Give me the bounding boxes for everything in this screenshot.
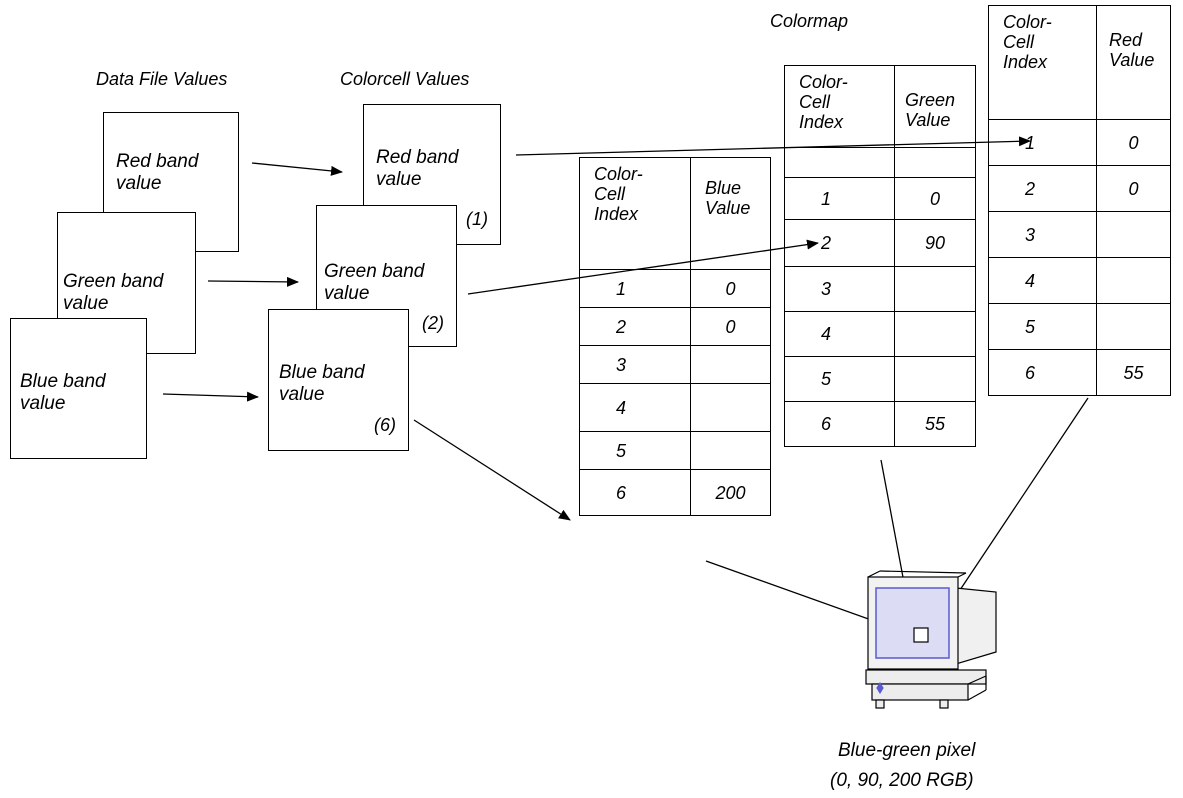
red-table-value-cell: 55: [1096, 349, 1171, 396]
red-table-value-cell: [1096, 303, 1171, 350]
colorcell-values-heading: Colorcell Values: [340, 69, 470, 89]
green-table-value-header: Green Value: [894, 65, 976, 148]
blue-table-index-cell: 6: [579, 469, 691, 516]
data-file-green-label: Green band value: [63, 271, 164, 314]
colorcell-green-index: (2): [422, 313, 444, 333]
colorcell-blue-label: Blue band value: [279, 362, 365, 405]
blue-table-value-cell: 0: [690, 307, 771, 346]
arrow-red-colorcell-to-red-table: [515, 136, 1031, 156]
red-table-value-header: Red Value: [1096, 5, 1171, 120]
output-pixel-rgb-caption: (0, 90, 200 RGB): [830, 770, 974, 791]
colorcell-blue-box: Blue band value (6): [268, 309, 409, 451]
red-table-index-header: Color- Cell Index: [988, 5, 1097, 120]
arrow-blue-colorcell-to-blue-table: [413, 419, 571, 521]
red-table-index-cell: 4: [988, 257, 1097, 304]
data-file-red-label: Red band value: [116, 151, 199, 194]
red-table-index-cell: 5: [988, 303, 1097, 350]
blue-table-value-cell: [690, 345, 771, 384]
blue-table-index-cell: 4: [579, 383, 691, 432]
blue-table-index-header: Color- Cell Index: [579, 157, 691, 270]
red-table-index-cell: 6: [988, 349, 1097, 396]
green-table-index-header: Color- Cell Index: [784, 65, 895, 148]
green-table-value-cell: [894, 356, 976, 402]
green-table-index-cell: 4: [784, 311, 895, 357]
blue-table-value-cell: 0: [690, 269, 771, 308]
blue-table-value-cell: 200: [690, 469, 771, 516]
green-table-value-cell: 90: [894, 219, 976, 267]
arrow-green-data-to-colorcell: [207, 276, 299, 287]
colorcell-red-index: (1): [466, 209, 488, 229]
red-table-index-cell: 1: [988, 119, 1097, 166]
data-file-values-heading: Data File Values: [96, 69, 228, 89]
monitor-icon: [865, 570, 997, 709]
arrow-green-colorcell-to-green-table: [467, 239, 819, 295]
colorcell-red-label: Red band value: [376, 147, 459, 190]
data-file-blue-label: Blue band value: [20, 371, 106, 414]
data-file-blue-box: Blue band value: [10, 318, 147, 459]
red-table-index-cell: 2: [988, 165, 1097, 212]
data-file-red-box: Red band value: [103, 112, 239, 252]
blue-table-value-cell: [690, 431, 771, 470]
red-table-value-cell: 0: [1096, 119, 1171, 166]
colorcell-blue-index: (6): [374, 415, 396, 435]
pixel-square: [913, 627, 929, 643]
red-table-value-cell: [1096, 257, 1171, 304]
arrow-blue-data-to-colorcell: [162, 391, 259, 402]
arrow-red-data-to-colorcell: [251, 162, 343, 176]
arrow-red-table-to-pixel: [947, 397, 1089, 609]
green-table-value-cell: 55: [894, 401, 976, 447]
red-table-value-cell: 0: [1096, 165, 1171, 212]
output-pixel-caption: Blue-green pixel: [838, 740, 976, 761]
blue-table-index-cell: 3: [579, 345, 691, 384]
colorcell-green-label: Green band value: [324, 261, 425, 304]
green-table-value-cell: 0: [894, 177, 976, 220]
green-table-index-cell: 6: [784, 401, 895, 447]
colormap-heading: Colormap: [770, 11, 849, 31]
